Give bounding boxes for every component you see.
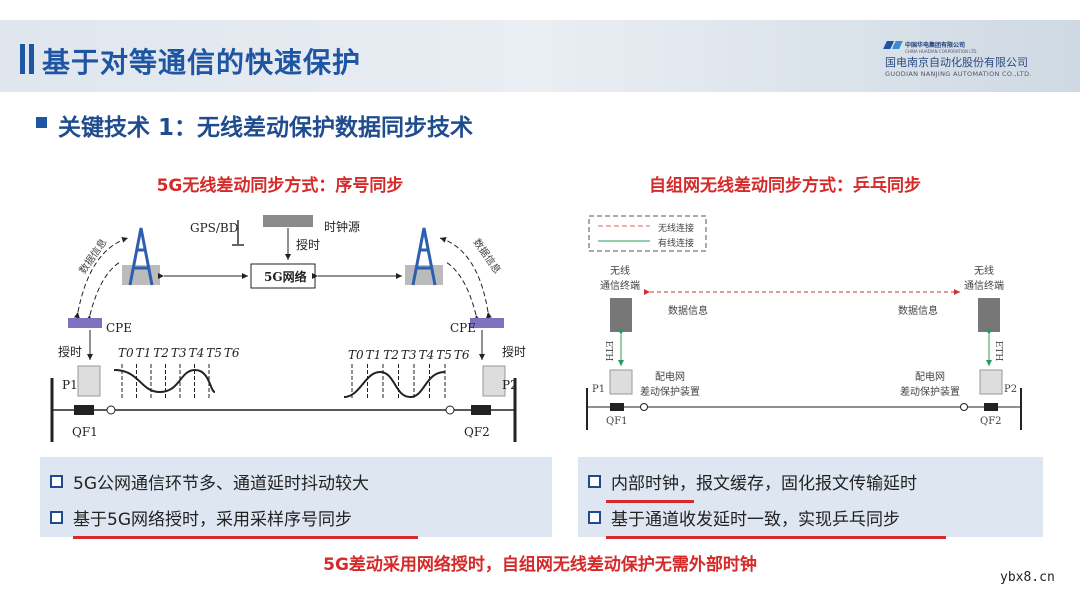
red-underline (606, 536, 946, 539)
gps-antenna-icon (232, 220, 244, 246)
tower-icon (122, 227, 160, 286)
relay-p1-icon (77, 365, 101, 397)
breaker-qf2 (471, 405, 491, 415)
cpe-icon (68, 318, 102, 328)
subtitle: 关键技术 1：无线差动保护数据同步技术 (58, 115, 474, 141)
right-summary-box: 内部时钟，报文缓存，固化报文传输延时 基于通道收发延时一致，实现乒乓同步 (578, 457, 1043, 537)
device-label-left: 配电网差动保护装置 (640, 372, 700, 398)
logo-company: 国电南京自动化股份有限公司 (885, 56, 1028, 69)
waveform-left (113, 368, 216, 394)
logo-company-en: GUODIAN NANJING AUTOMATION CO.,LTD. (885, 70, 1032, 78)
relay-p2-icon (482, 365, 506, 397)
title-bar-icon (29, 44, 34, 74)
device-label-right: 配电网差动保护装置 (900, 372, 960, 398)
device-icon (609, 369, 633, 395)
qf1-label: QF1 (72, 425, 98, 439)
red-underline (73, 536, 418, 539)
header-band (0, 20, 1080, 92)
timing-label: 授时 (58, 345, 83, 359)
logo-group: 中国华电集团有限公司 (905, 42, 966, 49)
terminal-label-left: 无线通信终端 (600, 266, 640, 292)
p2-label: P2 (1004, 384, 1018, 395)
bullet-item: 5G公网通信环节多、通道延时抖动较大 (50, 469, 369, 494)
checkbox-square-icon (50, 511, 63, 524)
cpe-label: CPE (106, 321, 133, 335)
p1-label: P1 (592, 384, 606, 395)
red-underline (606, 500, 694, 503)
right-diagram (586, 215, 1022, 430)
tower-icon (405, 227, 443, 286)
title-bar-icon (20, 44, 25, 74)
terminal-icon (978, 298, 1000, 332)
clock-source-icon (263, 215, 313, 227)
gps-label: GPS/BD (190, 221, 239, 235)
breaker-qf1 (74, 405, 94, 415)
qf2-label: QF2 (980, 416, 1002, 427)
device-icon (979, 369, 1003, 395)
cpe-icon (470, 318, 504, 328)
terminal-label-right: 无线通信终端 (964, 266, 1004, 292)
conclusion: 5G差动采用网络授时，自组网无线差动保护无需外部时钟 (323, 555, 757, 575)
bullet-item: 内部时钟，报文缓存，固化报文传输延时 (588, 469, 917, 494)
checkbox-square-icon (588, 475, 601, 488)
qf2-label: QF2 (464, 425, 490, 439)
timing-label: 授时 (296, 238, 321, 252)
bullet-square-icon (36, 117, 47, 128)
network-label: 5G网络 (264, 270, 307, 284)
data-info-label: 数据信息 (898, 306, 938, 317)
legend-box (588, 215, 707, 252)
legend-wireless: 无线连接 (658, 224, 695, 234)
left-heading: 5G无线差动同步方式：序号同步 (156, 176, 404, 196)
checkbox-square-icon (588, 511, 601, 524)
p1-label: P1 (62, 378, 78, 392)
p2-label: P2 (502, 378, 518, 392)
clock-label: 时钟源 (324, 220, 361, 234)
5g-network-box (250, 263, 316, 289)
data-info-label: 数据信息 (668, 306, 708, 317)
left-summary-box: 5G公网通信环节多、通道延时抖动较大 基于5G网络授时，采用采样序号同步 (40, 457, 552, 537)
checkbox-square-icon (50, 475, 63, 488)
timing-label: 授时 (502, 345, 527, 359)
logo-group-en: CHINA HUADIAN CORPORATION LTD. (905, 49, 978, 54)
right-heading: 自组网无线差动同步方式：乒乓同步 (649, 176, 921, 196)
qf1-label: QF1 (606, 416, 628, 427)
left-diagram (50, 215, 517, 442)
bullet-item: 基于通道收发延时一致，实现乒乓同步 (588, 505, 900, 530)
bullet-item: 基于5G网络授时，采用采样序号同步 (50, 505, 352, 530)
logo-mark-icon (883, 40, 903, 49)
eth-label: ETH (603, 340, 614, 362)
cpe-label: CPE (450, 321, 477, 335)
company-logo: 中国华电集团有限公司 CHINA HUADIAN CORPORATION LTD… (883, 40, 1032, 78)
terminal-icon (610, 298, 632, 332)
legend-wired: 有线连接 (658, 239, 695, 249)
eth-label: ETH (993, 340, 1004, 362)
waveform-right (343, 370, 446, 399)
slide-title: 基于对等通信的快速保护 (42, 46, 362, 79)
watermark: ybx8.cn (1000, 570, 1055, 585)
